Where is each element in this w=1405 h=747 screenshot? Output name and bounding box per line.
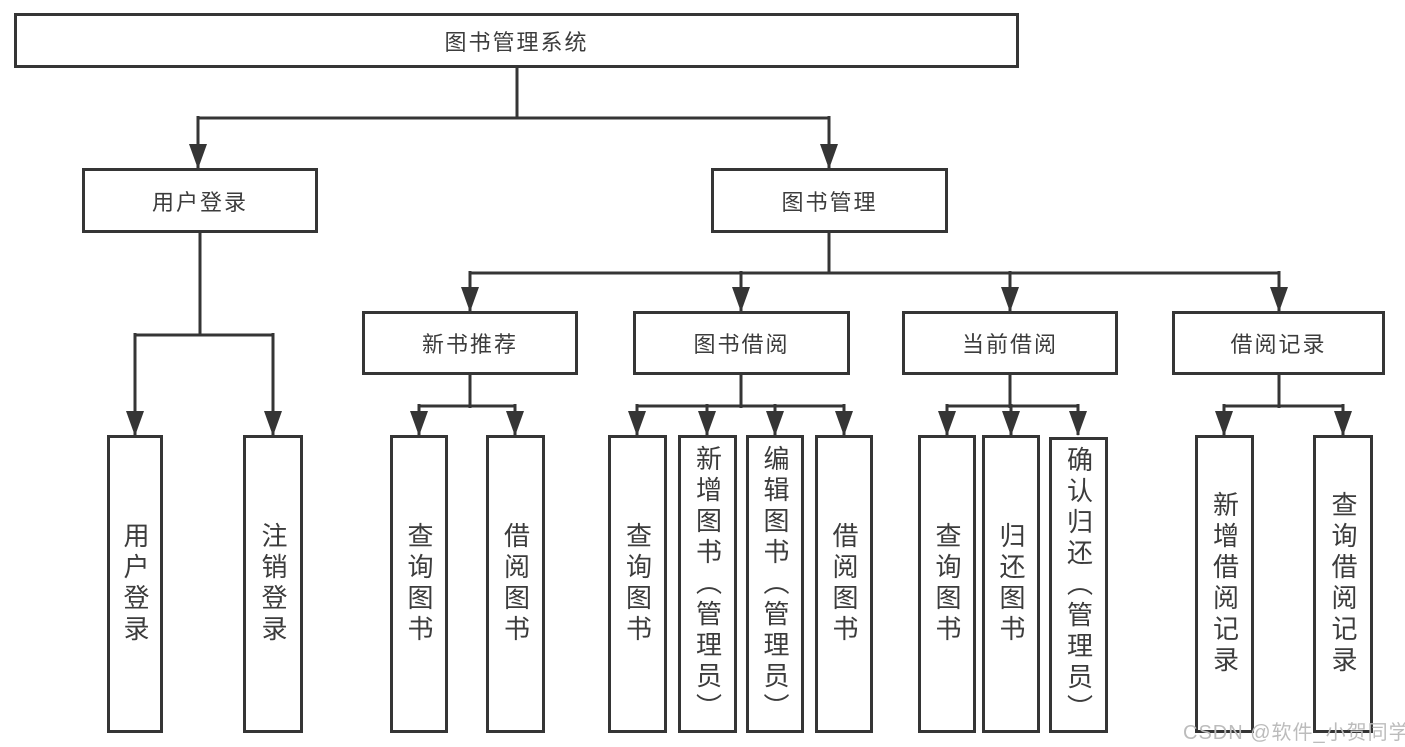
leaf-query-books-3: 查询图书 bbox=[918, 435, 976, 733]
leaf-query-books-2: 查询图书 bbox=[608, 435, 667, 733]
leaf-query-books-1: 查询图书 bbox=[390, 435, 448, 733]
leaf-edit-book-admin: 编辑图书（管理员） bbox=[746, 435, 804, 733]
leaf-query-borrow-record: 查询借阅记录 bbox=[1313, 435, 1373, 733]
leaf-confirm-return-admin: 确认归还（管理员） bbox=[1049, 437, 1108, 733]
leaf-user-login: 用户登录 bbox=[107, 435, 163, 733]
node-book-borrow: 图书借阅 bbox=[633, 311, 850, 375]
leaf-borrow-books-2: 借阅图书 bbox=[815, 435, 873, 733]
node-borrow-records: 借阅记录 bbox=[1172, 311, 1385, 375]
leaf-add-book-admin: 新增图书（管理员） bbox=[678, 435, 737, 733]
node-user-login-branch: 用户登录 bbox=[82, 168, 318, 233]
leaf-logout: 注销登录 bbox=[243, 435, 303, 733]
leaf-return-books: 归还图书 bbox=[982, 435, 1040, 733]
node-book-management: 图书管理 bbox=[711, 168, 948, 233]
node-current-borrow: 当前借阅 bbox=[902, 311, 1118, 375]
node-new-book-recommend: 新书推荐 bbox=[362, 311, 578, 375]
leaf-add-borrow-record: 新增借阅记录 bbox=[1195, 435, 1254, 733]
node-library-system: 图书管理系统 bbox=[14, 13, 1019, 68]
leaf-borrow-books-1: 借阅图书 bbox=[486, 435, 545, 733]
csdn-watermark: CSDN @软件_小贺同学 bbox=[1183, 722, 1405, 744]
